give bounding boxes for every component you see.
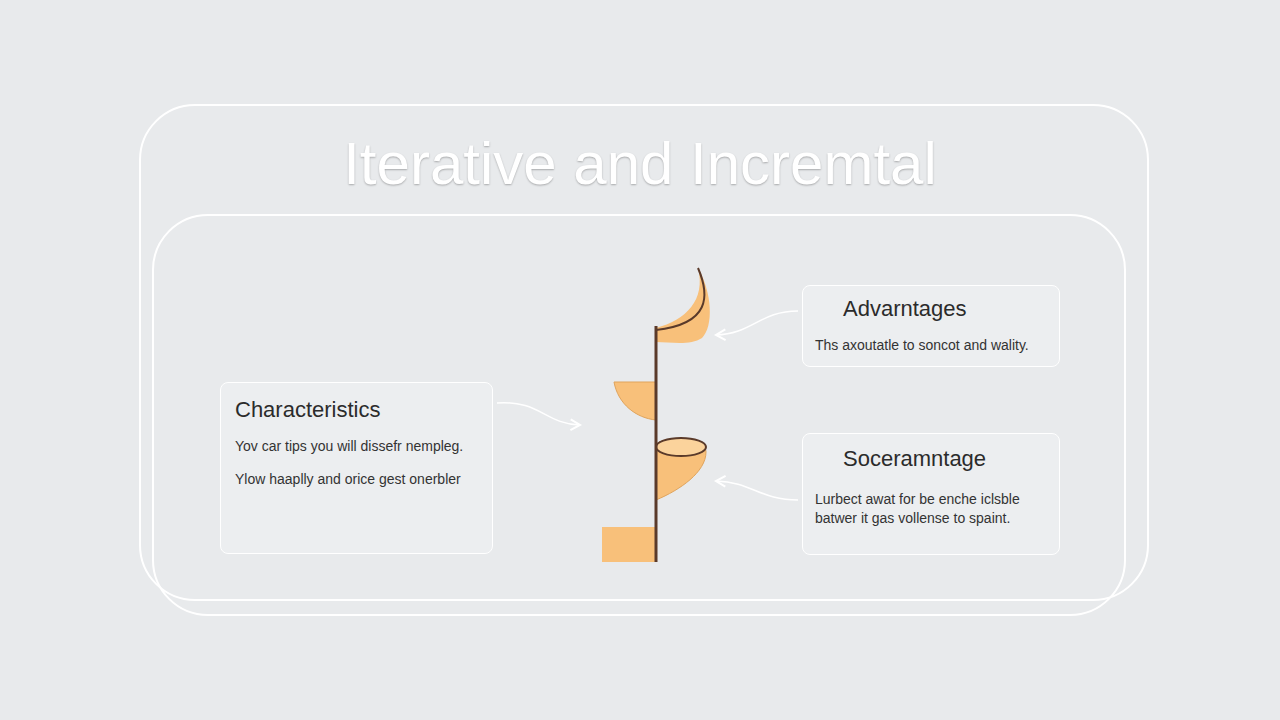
leader-arrow (716, 481, 798, 500)
box-body: Lurbect awat for be enche iclsble batwer… (815, 490, 1047, 528)
inner-frame (153, 215, 1125, 615)
box-heading: Advarntages (843, 296, 1047, 322)
box-body: Ths axoutatle to soncot and wality. (815, 336, 1047, 355)
leader-arrow (716, 311, 798, 335)
spiral-edge (656, 268, 704, 330)
leader-arrow (497, 403, 580, 425)
box-body: Ylow haaplly and orice gest onerbler (235, 470, 478, 489)
characteristics-box: CharacteristicsYov car tips you will dis… (220, 382, 493, 554)
spiral-step (602, 527, 656, 562)
box-heading: Soceramntage (843, 446, 1047, 472)
box-heading: Characteristics (235, 397, 478, 423)
disadvantages-box: SoceramntageLurbect awat for be enche ic… (802, 433, 1060, 555)
box-body: Yov car tips you will dissefr nempleg. (235, 437, 478, 456)
spiral-step (614, 382, 656, 420)
spiral-step (656, 268, 710, 343)
spiral-rim (656, 438, 706, 456)
advantages-box: AdvarntagesThs axoutatle to soncot and w… (802, 285, 1060, 367)
spiral-stem (655, 326, 658, 562)
diagram-title: Iterative and Incremtal (0, 128, 1280, 200)
